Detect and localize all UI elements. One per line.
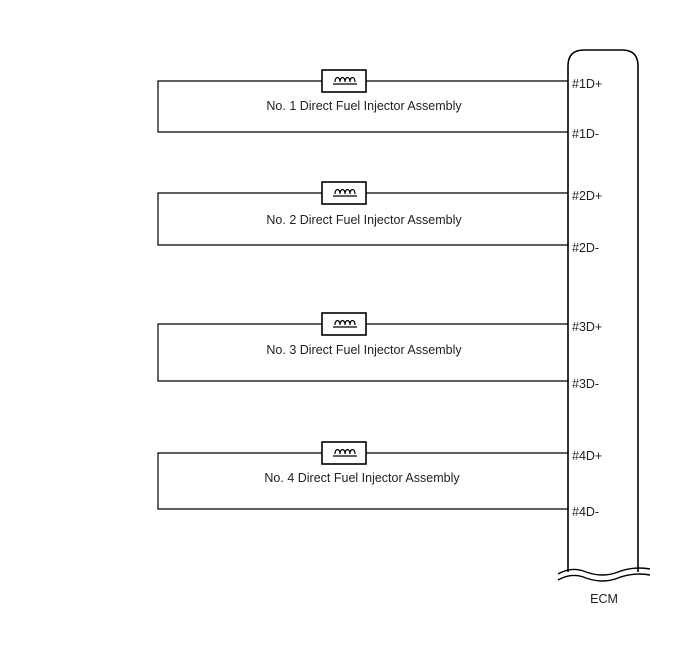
injector-4-box [321, 441, 367, 465]
terminal-3-positive: #3D+ [572, 320, 602, 334]
injector-2-box [321, 181, 367, 205]
terminal-4-positive: #4D+ [572, 449, 602, 463]
coil-icon [333, 76, 357, 85]
injector-circuit-3: No. 3 Direct Fuel Injector Assembly #3D+… [157, 312, 602, 391]
injector-circuit-4: No. 4 Direct Fuel Injector Assembly #4D+… [157, 441, 602, 519]
injector-3-box [321, 312, 367, 336]
terminal-3-negative: #3D- [572, 377, 599, 391]
injector-1-box [321, 69, 367, 93]
coil-icon [333, 448, 357, 457]
injector-circuit-1: No. 1 Direct Fuel Injector Assembly #1D+… [157, 69, 602, 141]
terminal-2-negative: #2D- [572, 241, 599, 255]
injector-1-label: No. 1 Direct Fuel Injector Assembly [266, 99, 462, 113]
ecm-block: ECM [557, 49, 651, 606]
ecm-break-line-lower [557, 573, 651, 582]
injector-3-label: No. 3 Direct Fuel Injector Assembly [266, 343, 462, 357]
terminal-1-negative: #1D- [572, 127, 599, 141]
terminal-2-positive: #2D+ [572, 189, 602, 203]
injector-circuit-2: No. 2 Direct Fuel Injector Assembly #2D+… [157, 181, 602, 255]
injector-4-label: No. 4 Direct Fuel Injector Assembly [264, 471, 460, 485]
ecm-label: ECM [590, 592, 618, 606]
injector-2-label: No. 2 Direct Fuel Injector Assembly [266, 213, 462, 227]
terminal-1-positive: #1D+ [572, 77, 602, 91]
coil-icon [333, 319, 357, 328]
terminal-4-negative: #4D- [572, 505, 599, 519]
ecm-break-line-upper [557, 567, 651, 576]
coil-icon [333, 188, 357, 197]
ecm-body [567, 49, 639, 572]
